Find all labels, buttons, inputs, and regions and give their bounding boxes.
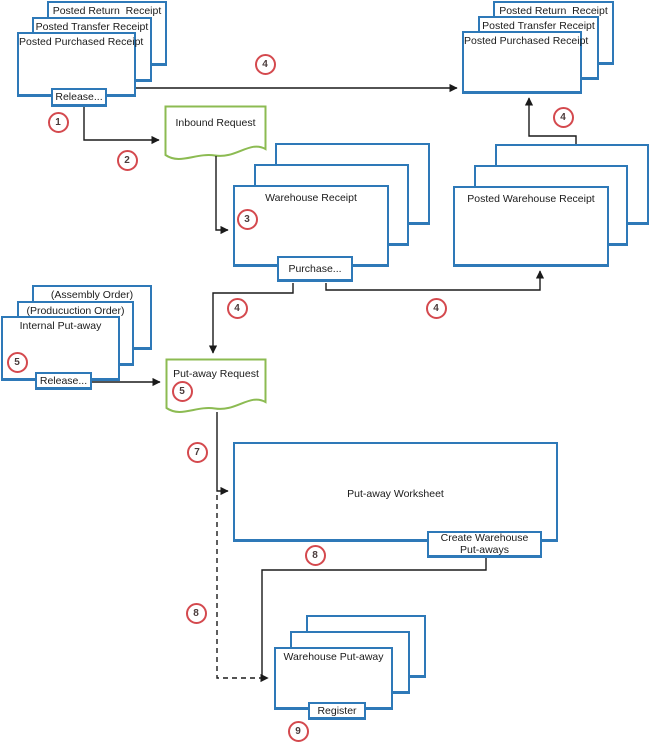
assembly-order-label: (Assembly Order) (50, 289, 134, 301)
step-badge-4-right: 4 (552, 106, 574, 128)
production-order-label: (Producuction Order) (26, 305, 125, 317)
inbound-request-label: Inbound Request (175, 117, 256, 129)
connector-inbound-request-to-warehouse-receipt (215, 156, 229, 235)
step-badge-5-internal-putaway: 5 (6, 351, 28, 373)
step-badge-7: 7 (186, 441, 208, 463)
step-badge-9: 9 (287, 720, 309, 742)
connector-purchase-to-posted-warehouse-receipt (325, 270, 545, 291)
step-badge-8-worksheet: 8 (304, 544, 326, 566)
posted-return-receipt-label: Posted Return Receipt (52, 5, 162, 17)
document-shape (165, 358, 267, 413)
step-badge-1: 1 (47, 111, 69, 133)
posted-purchased-receipt-label: Posted Purchased Receipt (464, 35, 589, 47)
posted-transfer-receipt-label: Posted Transfer Receipt (35, 21, 149, 33)
step-badge-4-left-branch: 4 (226, 297, 248, 319)
internal-putaway-label: Internal Put-away (19, 320, 102, 332)
step-badge-8-dashed: 8 (185, 602, 207, 624)
release-button-posted-receipts: Release... (51, 88, 107, 107)
register-button: Register (308, 702, 366, 720)
connector-putaway-request-to-worksheet (216, 412, 229, 496)
warehouse-receipt-box: Warehouse Receipt (233, 185, 389, 267)
step-badge-3: 3 (236, 208, 258, 230)
release-button-internal-putaway: Release... (35, 372, 92, 390)
step-badge-5-putaway-request: 5 (171, 380, 193, 402)
posted-return-receipt-label: Posted Return Receipt (499, 5, 608, 17)
putaway-worksheet-box: Put-away Worksheet (233, 442, 558, 542)
step-badge-2: 2 (116, 149, 138, 171)
connector-release-to-inbound-request (83, 107, 160, 145)
putaway-request-label: Put-away Request (173, 368, 259, 380)
warehouse-putaway-label: Warehouse Put-away (283, 651, 384, 663)
create-warehouse-putaways-button: Create Warehouse Put-aways (427, 531, 542, 558)
posted-transfer-receipt-label: Posted Transfer Receipt (482, 20, 595, 32)
posted-warehouse-receipt-label: Posted Warehouse Receipt (467, 193, 595, 205)
posted-purchased-receipt-label: Posted Purchased Receipt (19, 36, 144, 48)
posted-warehouse-receipt-box: Posted Warehouse Receipt (453, 186, 609, 267)
putaway-request-document: Put-away Request (165, 358, 267, 420)
connector-purchase-to-putaway-request (208, 283, 294, 354)
document-shape (164, 105, 267, 160)
warehouse-putaway-box: Warehouse Put-away (274, 647, 393, 710)
inbound-request-document: Inbound Request (164, 105, 267, 167)
putaway-worksheet-label: Put-away Worksheet (347, 488, 444, 500)
step-badge-4-right-branch: 4 (425, 297, 447, 319)
step-badge-4-top: 4 (254, 53, 276, 75)
purchase-button: Purchase... (277, 256, 353, 282)
posted-purchased-receipt-box-left: Posted Purchased Receipt (17, 32, 144, 97)
posted-purchased-receipt-box-right: Posted Purchased Receipt (462, 31, 589, 94)
warehouse-receipt-label: Warehouse Receipt (265, 192, 357, 204)
